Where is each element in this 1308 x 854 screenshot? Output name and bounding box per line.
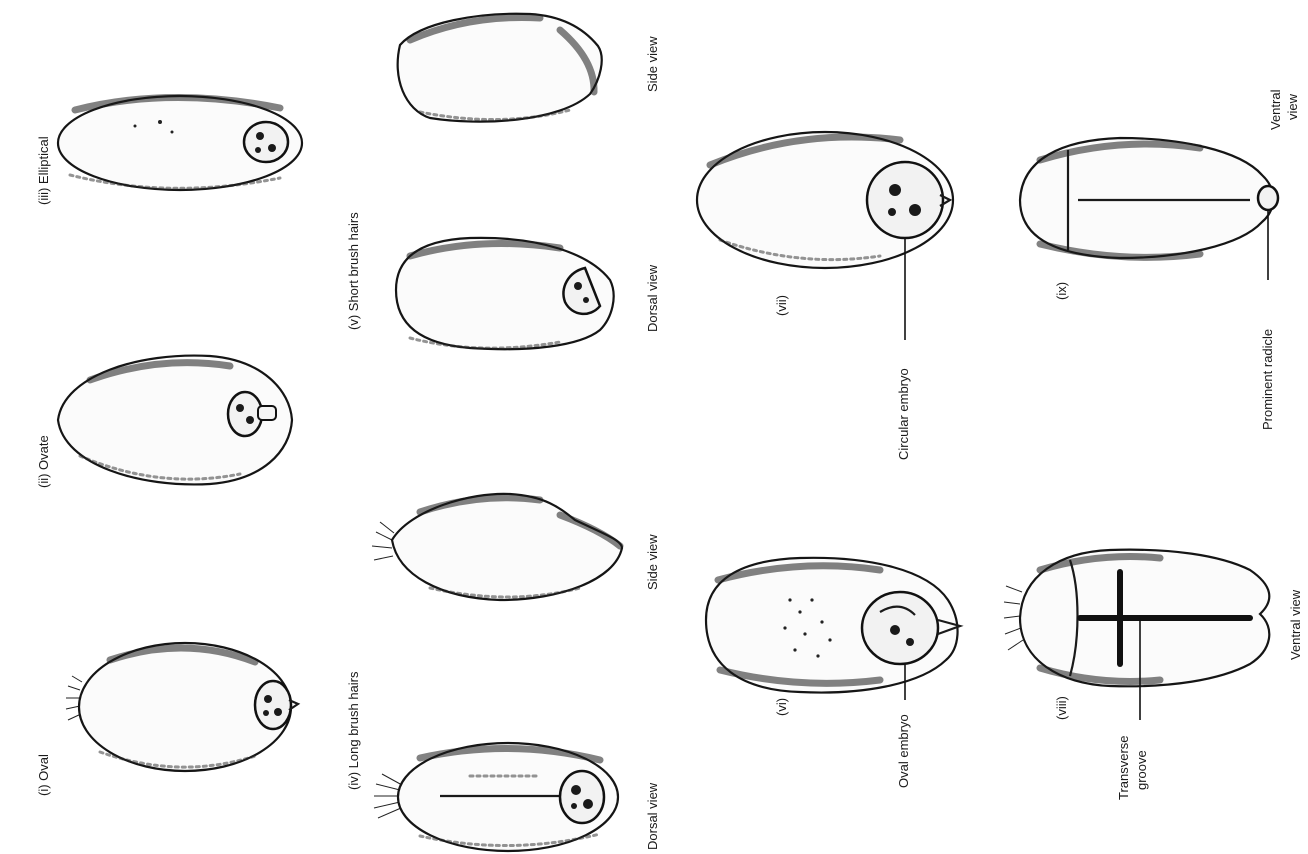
- label-dorsal-view-v: Dorsal view: [645, 264, 660, 332]
- label-oval: (i) Oval: [36, 754, 51, 796]
- radicle-ix: [1258, 186, 1278, 210]
- label-prominent-radicle: Prominent radicle: [1260, 329, 1275, 430]
- label-elliptical: (iii) Elliptical: [36, 136, 51, 205]
- label-vii: (vii): [774, 295, 789, 316]
- grain-long-brush-side: [372, 494, 622, 600]
- grain-ovate: [58, 356, 292, 485]
- brush-hairs-long-side: [372, 522, 394, 560]
- grain-short-brush-side: [398, 14, 602, 122]
- label-circular-embryo: Circular embryo: [896, 368, 911, 460]
- grain-elliptical: [58, 96, 302, 190]
- label-vi: (vi): [774, 698, 789, 716]
- grain-short-brush-dorsal: [396, 238, 614, 349]
- label-side-view-v: Side view: [645, 36, 660, 92]
- grain-prominent-radicle: [1020, 138, 1278, 280]
- label-short-brush: (v) Short brush hairs: [346, 212, 361, 330]
- grain-long-brush-dorsal: [374, 743, 618, 851]
- label-ventral-view-viii: Ventral view: [1288, 589, 1303, 660]
- label-transverse-line1: Transverse: [1116, 735, 1131, 800]
- label-oval-embryo: Oval embryo: [896, 714, 911, 788]
- grain-oval: [66, 643, 298, 771]
- label-ovate: (ii) Ovate: [36, 435, 51, 488]
- label-side-view-iv: Side view: [645, 534, 660, 590]
- grain-transverse-groove: [1004, 550, 1269, 720]
- grain-oval-embryo: [706, 558, 960, 700]
- label-ventral-line2: view: [1285, 93, 1300, 120]
- label-ventral-line1: Ventral: [1268, 89, 1283, 130]
- label-ix: (ix): [1054, 282, 1069, 300]
- label-viii: (viii): [1054, 696, 1069, 720]
- embryo-elliptical: [244, 122, 288, 162]
- label-long-brush: (iv) Long brush hairs: [346, 671, 361, 790]
- label-transverse-line2: groove: [1134, 750, 1149, 790]
- grain-circular-embryo: [697, 132, 953, 340]
- label-dorsal-view-iv: Dorsal view: [645, 782, 660, 850]
- embryo-oval: [255, 681, 298, 729]
- embryo-long-brush: [560, 771, 604, 823]
